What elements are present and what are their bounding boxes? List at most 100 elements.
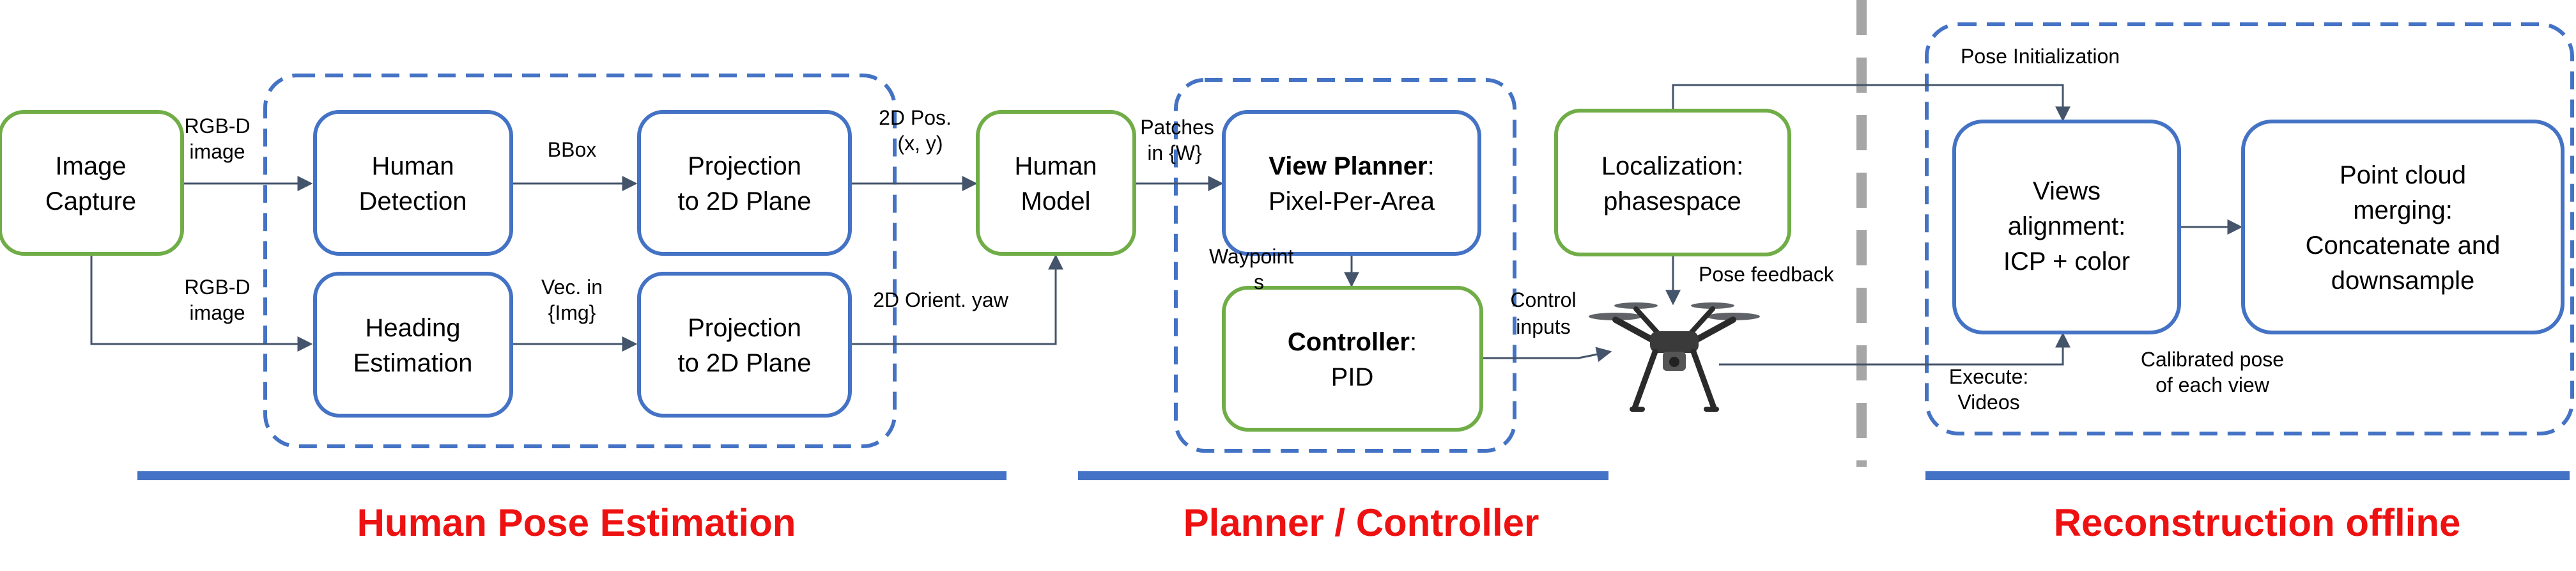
controller-colon: : [1410,328,1417,356]
svg-text:Projection: Projection [688,152,801,180]
projection-top-line-1: Projection [688,152,801,180]
label-waypoints-1: Waypoint [1209,245,1293,268]
views-alignment-line-3: ICP + color [2003,247,2130,276]
box-controller: Controller: PID [1222,286,1483,432]
svg-text:ICP + color: ICP + color [2003,247,2130,276]
label-execute-1: Execute: [1949,365,2029,388]
arrow-orient-to-model [850,254,1063,345]
svg-text:Human: Human [372,152,454,180]
localization-line-2: phasespace [1603,187,1741,215]
point-cloud-line-3: Concatenate and [2306,231,2501,260]
human-detection-line-2: Detection [359,187,467,215]
svg-text:Capture: Capture [45,187,136,215]
human-model-line-2: Model [1021,187,1091,215]
controller-title: Controller [1288,328,1410,356]
arrow-image-to-heading [90,253,313,352]
svg-text:View Planner:: View Planner: [1269,152,1434,180]
image-capture-line-1: Image [55,152,126,180]
label-execute-2: Videos [1957,391,2019,414]
svg-text:downsample: downsample [2331,267,2475,295]
label-patches-1: Patches [1140,116,1214,139]
svg-text:merging:: merging: [2353,196,2453,224]
label-vec-in-1: Vec. in [541,276,603,299]
label-pos-2d-2: (x, y) [897,132,943,155]
projection-bottom-line-2: to 2D Plane [677,349,811,377]
arrow-drone-to-alignment [1719,332,2071,366]
box-human-detection: Human Detection [313,110,513,256]
label-control-inputs-2: inputs [1516,315,1570,338]
svg-text:Detection: Detection [359,187,467,215]
box-point-cloud: Point cloud merging: Concatenate and dow… [2241,120,2564,334]
human-model-line-1: Human [1015,152,1097,180]
views-alignment-line-2: alignment: [2008,212,2126,240]
svg-text:Heading: Heading [365,314,460,342]
label-bbox: BBox [548,138,596,161]
label-rgbd-bottom-1: RGB-D [184,276,250,299]
box-views-alignment: Views alignment: ICP + color [1952,120,2181,334]
box-human-model: Human Model [976,110,1136,256]
box-heading-estimation: Heading Estimation [313,272,513,418]
view-planner-line-2: Pixel-Per-Area [1269,187,1435,215]
drone-icon [1589,302,1760,412]
views-alignment-line-1: Views [2033,177,2101,205]
label-rgbd-top-1: RGB-D [184,114,250,137]
label-rgbd-top-2: image [189,140,245,163]
view-planner-title: View Planner [1269,152,1427,180]
svg-text:Pixel-Per-Area: Pixel-Per-Area [1269,187,1435,215]
group-human-pose [263,74,897,448]
svg-text:Image: Image [55,152,126,180]
group-planner [1174,78,1516,453]
connections [90,84,2243,366]
point-cloud-line-1: Point cloud [2340,161,2466,189]
box-projection-top: Projection to 2D Plane [637,110,852,256]
box-projection-bottom: Projection to 2D Plane [637,272,852,418]
box-image-capture: Image Capture [0,110,184,256]
label-pose-init: Pose Initialization [1961,45,2120,68]
arrow-controller-to-drone [1481,347,1612,363]
label-pos-2d-1: 2D Pos. [879,106,952,129]
human-detection-line-1: Human [372,152,454,180]
svg-text:to 2D Plane: to 2D Plane [677,187,811,215]
box-localization: Localization: phasespace [1554,109,1791,256]
svg-text:phasespace: phasespace [1603,187,1741,215]
heading-estimation-line-1: Heading [365,314,460,342]
projection-bottom-line-1: Projection [688,314,801,342]
label-calibrated-1: Calibrated pose [2141,348,2284,371]
label-vec-in-2: {Img} [548,301,596,324]
point-cloud-line-2: merging: [2353,196,2453,224]
projection-top-line-2: to 2D Plane [677,187,811,215]
svg-text:Concatenate and: Concatenate and [2306,231,2501,260]
point-cloud-line-4: downsample [2331,267,2475,295]
heading-estimation-line-2: Estimation [353,349,473,377]
svg-text:PID: PID [1331,363,1374,391]
svg-text:Controller:: Controller: [1288,328,1417,356]
svg-text:to 2D Plane: to 2D Plane [677,349,811,377]
label-control-inputs-1: Control [1510,288,1576,311]
view-planner-colon: : [1428,152,1435,180]
svg-text:alignment:: alignment: [2008,212,2126,240]
box-view-planner: View Planner: Pixel-Per-Area [1222,110,1481,256]
localization-line-1: Localization: [1601,152,1743,180]
label-calibrated-2: of each view [2156,373,2270,396]
svg-text:Projection: Projection [688,314,801,342]
controller-line-2: PID [1331,363,1374,391]
section-bar-reconstruction [1925,471,2570,480]
svg-text:Human: Human [1015,152,1097,180]
section-title-reconstruction: Reconstruction offline [2054,501,2461,544]
svg-text:Model: Model [1021,187,1091,215]
section-title-planner: Planner / Controller [1184,501,1539,544]
svg-text:Localization:: Localization: [1601,152,1743,180]
image-capture-line-2: Capture [45,187,136,215]
label-patches-2: in {W} [1147,141,1202,164]
svg-text:Point cloud: Point cloud [2340,161,2466,189]
svg-text:Estimation: Estimation [353,349,473,377]
label-orient-2d: 2D Orient. yaw [873,288,1009,311]
section-title-human-pose: Human Pose Estimation [357,501,796,544]
svg-text:Views: Views [2033,177,2101,205]
arrow-pose-init [1672,84,2071,122]
group-reconstruction [1925,22,2574,435]
label-waypoints-2: s [1254,270,1264,293]
label-pose-feedback: Pose feedback [1699,263,1835,286]
section-bar-human-pose [137,471,1006,480]
